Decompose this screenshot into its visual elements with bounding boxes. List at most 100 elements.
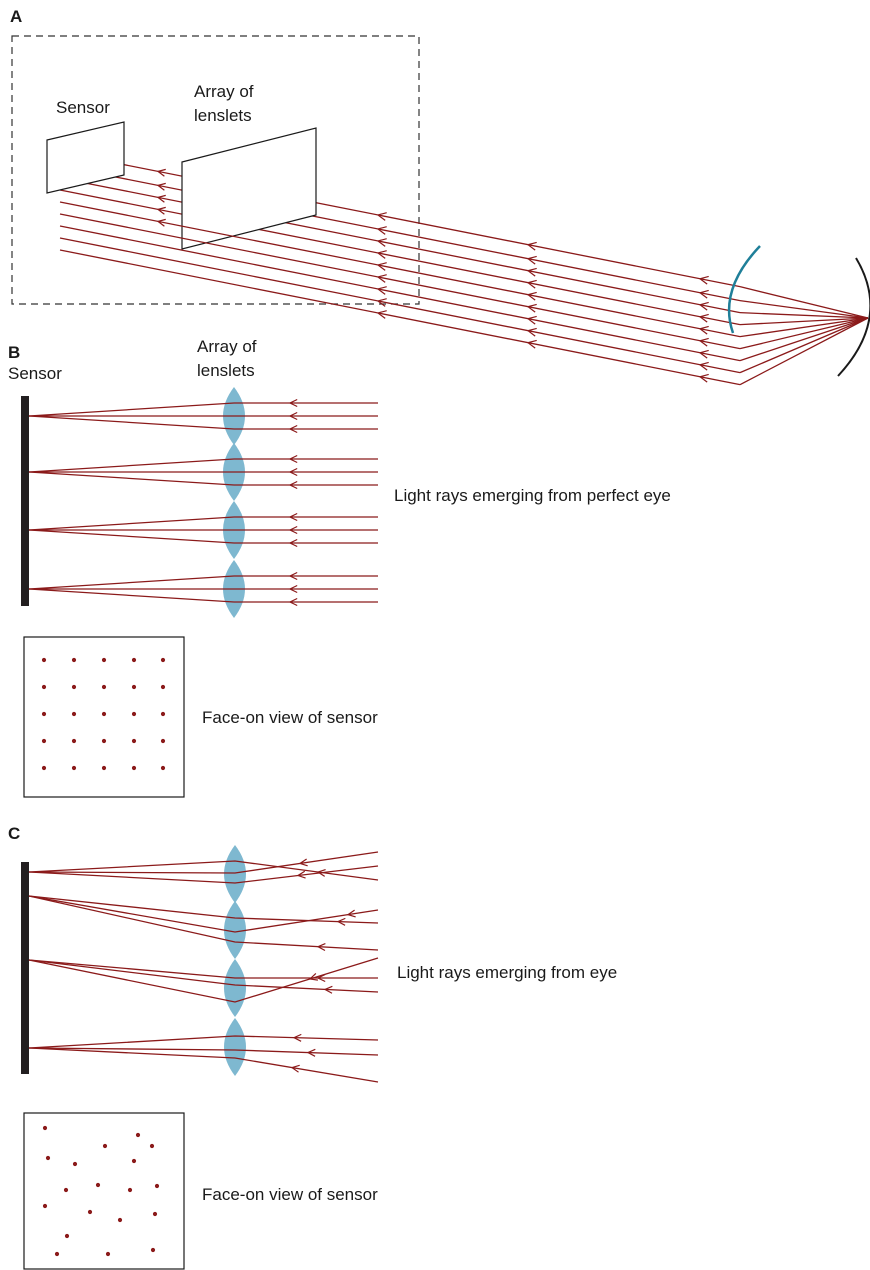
panel-b-lenslet-label-line2: lenslets — [197, 361, 255, 380]
panel-a-lenslet-array — [181, 127, 317, 250]
ray-arrowhead — [376, 226, 387, 235]
panel-b: B Sensor Array of lenslets Light rays em… — [8, 337, 671, 798]
focal-spot — [135, 1132, 141, 1138]
focal-spot — [160, 657, 166, 663]
light-ray — [739, 317, 869, 374]
ray-arrowhead — [376, 286, 387, 295]
focal-spot — [95, 1182, 101, 1188]
ray-arrowhead — [698, 275, 709, 285]
light-ray — [28, 575, 235, 590]
ray-arrowhead — [323, 985, 333, 994]
lenslet — [224, 1018, 246, 1076]
panel-a-rays — [59, 160, 869, 386]
panel-c: C Light rays emerging from eye Face-on v… — [8, 824, 617, 1270]
focal-spot — [42, 1203, 48, 1209]
panel-a-sensor-label: Sensor — [56, 98, 110, 117]
panel-c-letter: C — [8, 824, 20, 843]
ray-arrowhead — [316, 943, 326, 952]
focal-spot — [131, 1158, 137, 1164]
light-ray — [739, 312, 869, 319]
focal-spot — [131, 765, 137, 771]
focal-spot — [71, 684, 77, 690]
ray-arrowhead — [156, 206, 166, 215]
focal-spot — [71, 765, 77, 771]
light-ray — [28, 957, 379, 1003]
focal-spot — [117, 1217, 123, 1223]
light-ray — [739, 286, 869, 319]
focal-spot — [71, 711, 77, 717]
panel-b-lenslet-label-line1: Array of — [197, 337, 257, 356]
ray-arrowhead — [526, 279, 537, 289]
light-ray — [59, 189, 741, 326]
focal-spot — [41, 765, 47, 771]
light-ray — [28, 895, 379, 924]
ray-arrowhead — [698, 301, 709, 311]
panel-b-sensor-label: Sensor — [8, 364, 62, 383]
ray-arrowhead — [526, 303, 537, 313]
focal-spot — [101, 711, 107, 717]
panel-b-lenslets — [223, 387, 245, 618]
ray-arrowhead — [526, 339, 537, 349]
panel-c-face-label: Face-on view of sensor — [202, 1185, 378, 1204]
focal-spot — [160, 765, 166, 771]
focal-spot — [101, 765, 107, 771]
panel-b-sensor-bar — [21, 396, 29, 606]
ray-arrowhead — [296, 870, 306, 879]
focal-spot — [101, 684, 107, 690]
focal-spot — [63, 1187, 69, 1193]
light-ray — [739, 317, 869, 386]
light-ray — [28, 1047, 379, 1056]
light-ray — [739, 317, 869, 362]
light-ray — [28, 516, 235, 531]
light-ray — [28, 588, 235, 603]
panel-c-spot-scatter — [42, 1125, 160, 1257]
focal-spot — [127, 1187, 133, 1193]
focal-spot — [131, 711, 137, 717]
light-ray — [79, 181, 741, 314]
focal-spot — [150, 1247, 156, 1253]
ray-arrowhead — [288, 525, 298, 535]
ray-arrowhead — [288, 512, 298, 522]
focal-spot — [71, 738, 77, 744]
ray-arrowhead — [376, 298, 387, 307]
light-ray — [28, 865, 379, 884]
cornea-arc — [727, 245, 761, 334]
focal-spot — [87, 1209, 93, 1215]
focal-spot — [42, 1125, 48, 1131]
light-ray — [28, 895, 379, 951]
light-ray — [59, 237, 741, 374]
light-ray — [28, 458, 235, 473]
focal-spot — [102, 1143, 108, 1149]
ray-arrowhead — [288, 398, 298, 408]
focal-spot — [131, 738, 137, 744]
panel-b-spot-grid — [41, 657, 166, 771]
ray-arrowhead — [698, 373, 709, 383]
lenslet — [224, 845, 246, 903]
ray-arrowhead — [526, 255, 537, 265]
focal-spot — [160, 738, 166, 744]
panel-a-lenslet-label-line1: Array of — [194, 82, 254, 101]
focal-spot — [149, 1143, 155, 1149]
ray-arrowhead — [376, 250, 387, 259]
ray-arrowhead — [316, 973, 326, 983]
focal-spot — [131, 684, 137, 690]
light-ray — [28, 1047, 379, 1083]
focal-spot — [160, 684, 166, 690]
lenslet — [224, 959, 246, 1017]
light-ray — [739, 317, 869, 326]
panel-a-sensor — [46, 121, 125, 194]
focal-spot — [41, 738, 47, 744]
panel-b-face-label: Face-on view of sensor — [202, 708, 378, 727]
focal-spot — [41, 657, 47, 663]
panel-a: A Sensor Array of lenslets — [10, 7, 870, 386]
ray-arrowhead — [526, 327, 537, 337]
panel-c-rays-label: Light rays emerging from eye — [397, 963, 617, 982]
ray-arrowhead — [346, 909, 356, 918]
ray-arrowhead — [698, 313, 709, 323]
focal-spot — [71, 657, 77, 663]
light-ray — [28, 851, 379, 874]
panel-c-sensor-face — [23, 1112, 185, 1270]
ray-arrowhead — [156, 194, 166, 203]
light-ray — [28, 415, 235, 430]
